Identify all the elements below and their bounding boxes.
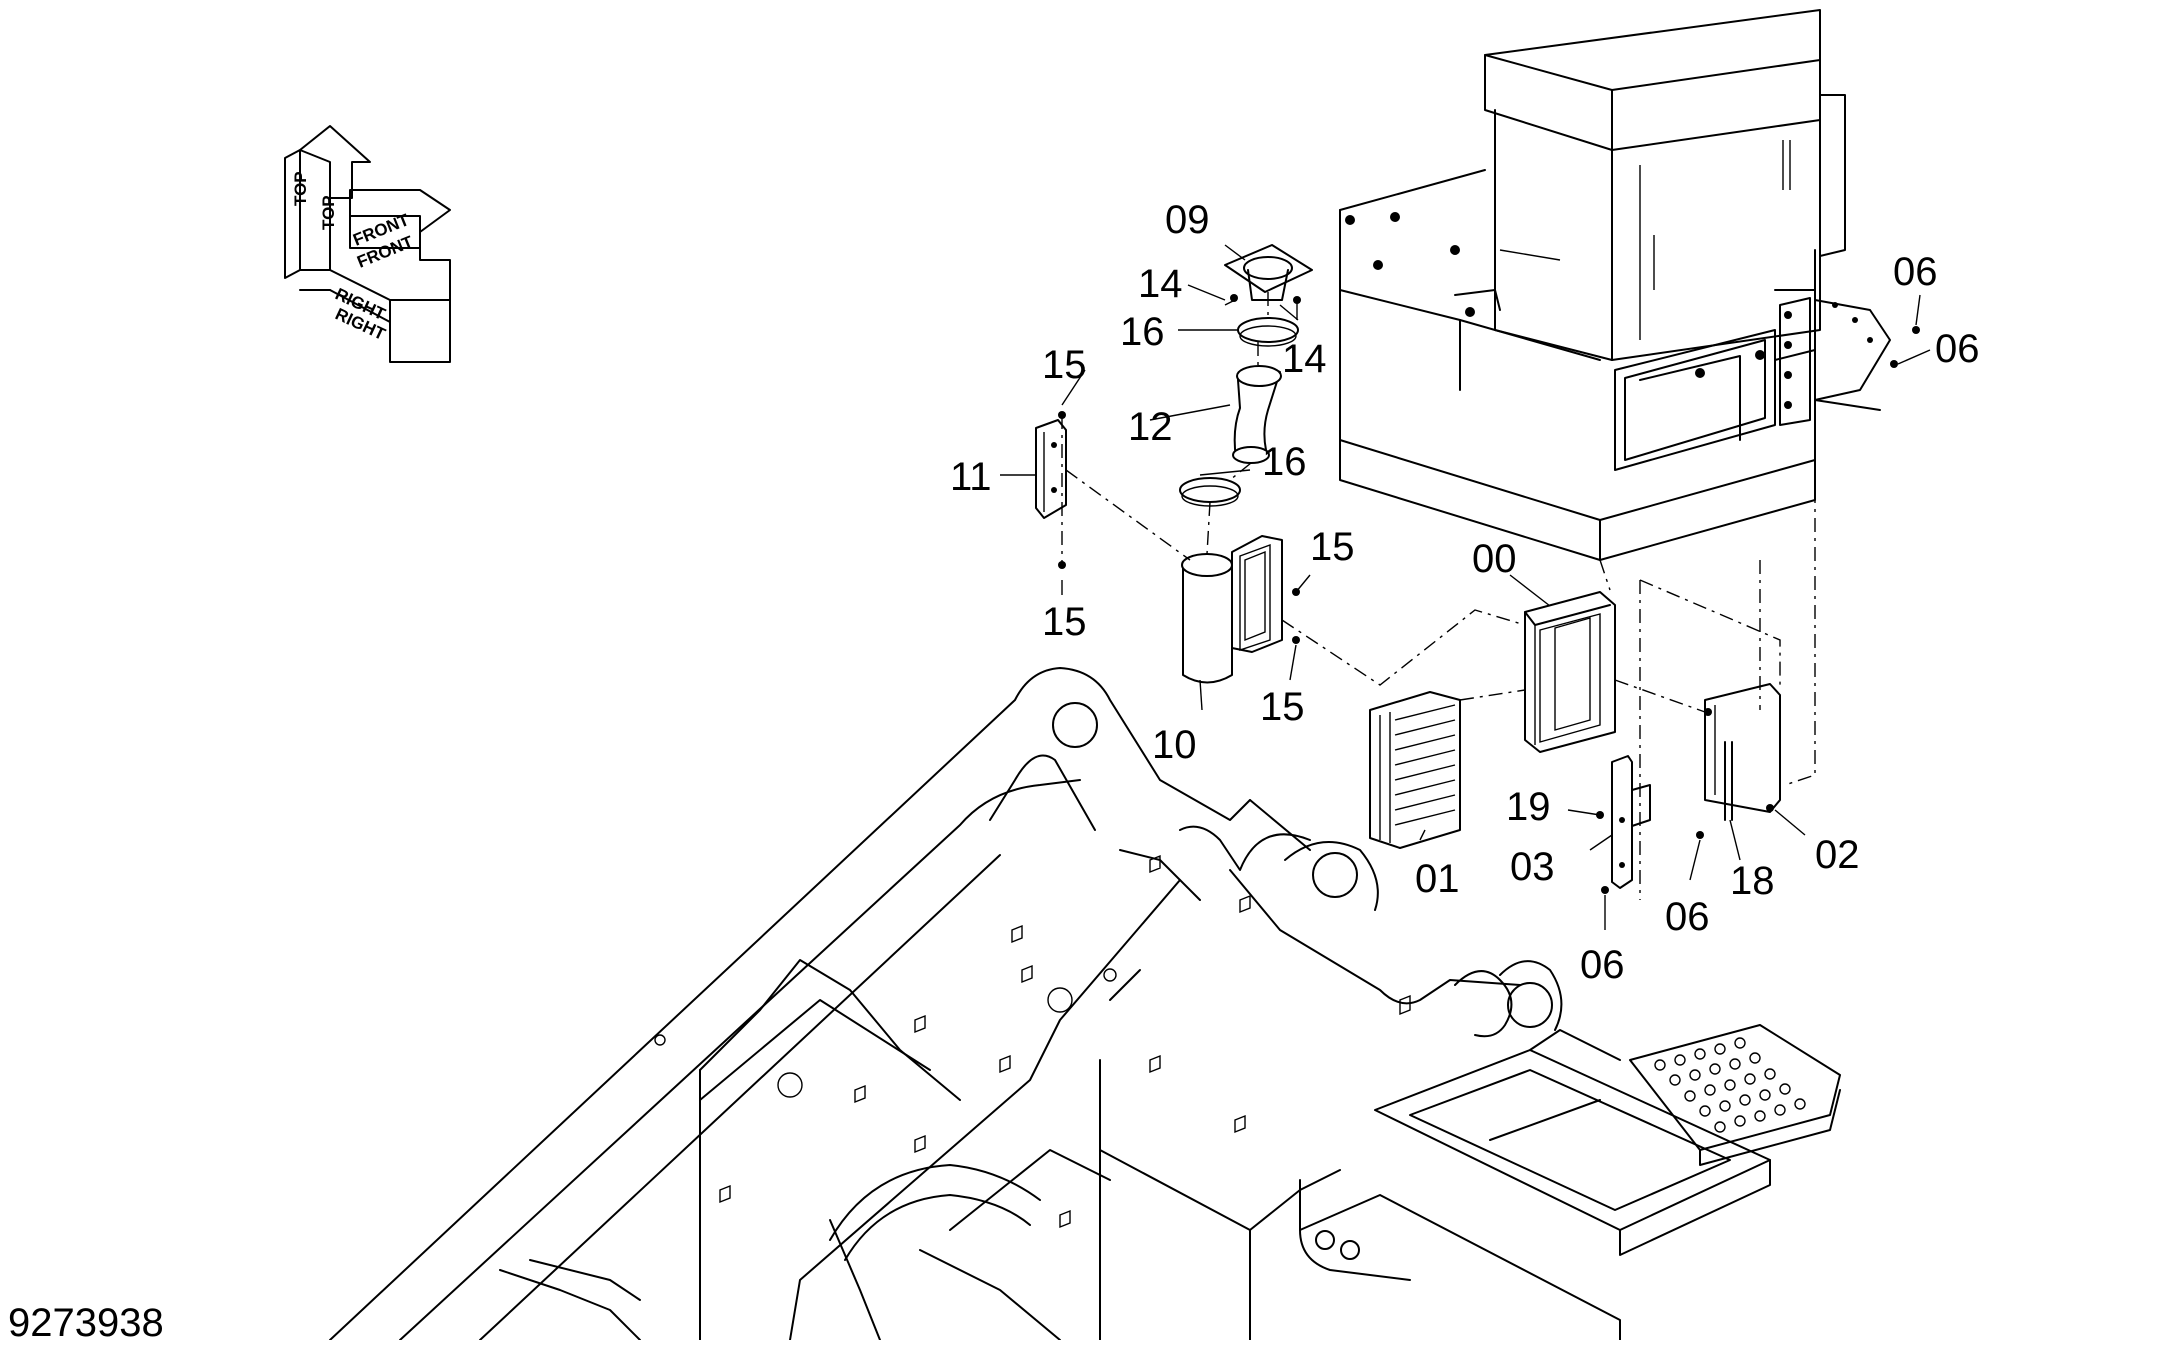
callout-02: 02 [1815, 833, 1860, 877]
callout-14-right: 14 [1282, 337, 1327, 381]
callout-00: 00 [1472, 537, 1517, 581]
top-label-2: TOP [319, 195, 338, 230]
part-10-duct [1182, 564, 1233, 684]
callout-15-right-upper: 15 [1310, 525, 1355, 569]
callout-11: 11 [950, 455, 992, 499]
callout-18: 18 [1730, 859, 1775, 903]
callout-14-left: 14 [1138, 262, 1183, 306]
callout-19: 19 [1506, 785, 1551, 829]
callout-16-upper: 16 [1120, 310, 1165, 354]
callout-15-bottom: 15 [1042, 600, 1087, 644]
callout-03: 03 [1510, 845, 1555, 889]
callout-06-bottom: 06 [1580, 943, 1625, 987]
part-00-frame [1524, 591, 1616, 753]
callout-01: 01 [1415, 857, 1460, 901]
callout-12: 12 [1128, 405, 1173, 449]
cab-housing [1339, 9, 1891, 561]
callout-16-lower: 16 [1262, 440, 1307, 484]
callout-06-top: 06 [1893, 250, 1938, 294]
callout-09: 09 [1165, 198, 1210, 242]
callout-10: 10 [1152, 723, 1197, 767]
callout-15-top: 15 [1042, 343, 1087, 387]
leader-lines [1000, 244, 1931, 930]
top-label-1: TOP [291, 171, 310, 206]
orientation-indicator: TOP TOP FRONT FRONT RIGHT RIGHT [284, 125, 451, 363]
callout-15-right-lower: 15 [1260, 685, 1305, 729]
duct-assembly [1035, 244, 1920, 894]
callout-06-right: 06 [1935, 327, 1980, 371]
part-01-grille [1369, 691, 1461, 849]
assembly-lines [1061, 292, 1816, 900]
frame-clips [654, 854, 1411, 1229]
perforated-tread [1629, 1024, 1841, 1151]
base-frame [329, 667, 1841, 1341]
part-02-bracket [1704, 683, 1781, 813]
tread-holes [1654, 1037, 1806, 1133]
callout-labels: 09 14 14 16 16 15 12 11 15 15 15 10 00 0… [950, 198, 1980, 987]
figure-number: 9273938 [8, 1301, 164, 1340]
callout-06-middle: 06 [1665, 895, 1710, 939]
part-18-rod [1724, 741, 1733, 821]
step-plate [1374, 1049, 1771, 1231]
